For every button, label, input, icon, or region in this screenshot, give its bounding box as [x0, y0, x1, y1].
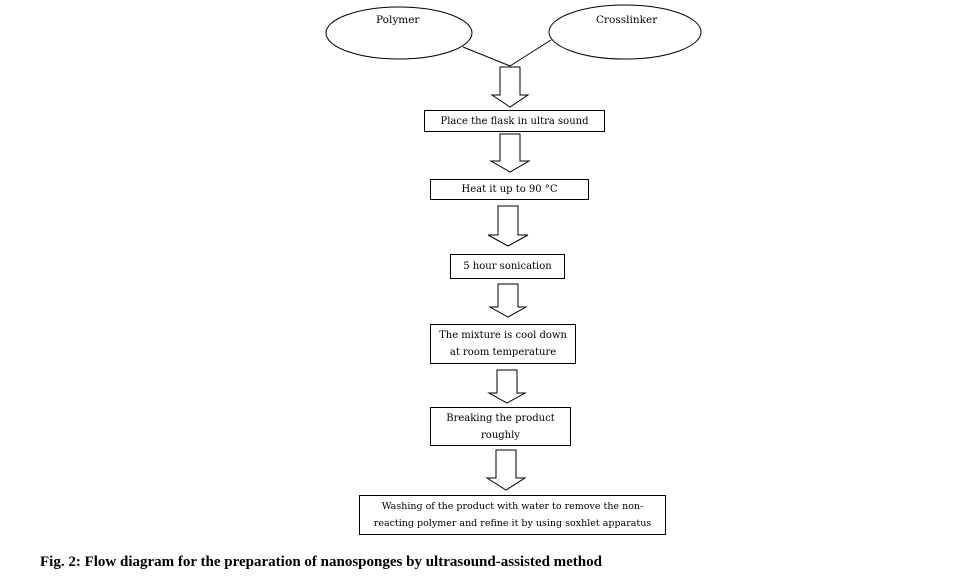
crosslinker-label: Crosslinker [596, 14, 658, 26]
step-place-flask-text: Place the flask in ultra sound [440, 115, 589, 127]
polymer-label: Polymer [376, 14, 420, 26]
arrow-down-icon [489, 133, 531, 173]
polymer-oval [325, 6, 473, 60]
arrow-down-icon [490, 66, 530, 108]
arrow-down-icon [487, 205, 529, 247]
step-place-flask: Place the flask in ultra sound [424, 110, 605, 132]
flow-diagram [325, 4, 702, 491]
figure-caption: Fig. 2: Flow diagram for the preparation… [40, 554, 602, 570]
step-sonication-text: 5 hour sonication [463, 261, 552, 272]
step-washing: Washing of the product with water to rem… [359, 495, 666, 535]
step-cool-down-line-1: The mixture is cool down [439, 330, 567, 341]
crosslinker-oval [548, 4, 702, 60]
arrow-down-icon [485, 449, 527, 491]
step-cool-down-line-2: at room temperature [449, 347, 557, 358]
arrow-down-icon [488, 283, 528, 318]
step-sonication: 5 hour sonication [450, 254, 565, 279]
step-washing-line-2: reacting polymer and refine it by using … [373, 518, 652, 529]
arrow-down-icon [487, 369, 527, 404]
step-heat-text: Heat it up to 90 °C [461, 184, 558, 195]
step-heat: Heat it up to 90 °C [430, 179, 589, 200]
step-breaking-line-2: roughly [481, 429, 520, 441]
polymer-connector [462, 46, 511, 67]
step-washing-line-1: Washing of the product with water to rem… [381, 501, 644, 512]
step-breaking: Breaking the product roughly [430, 407, 571, 446]
step-breaking-line-1: Breaking the product [446, 412, 555, 424]
crosslinker-connector [509, 39, 552, 67]
step-cool-down: The mixture is cool down at room tempera… [430, 324, 576, 364]
